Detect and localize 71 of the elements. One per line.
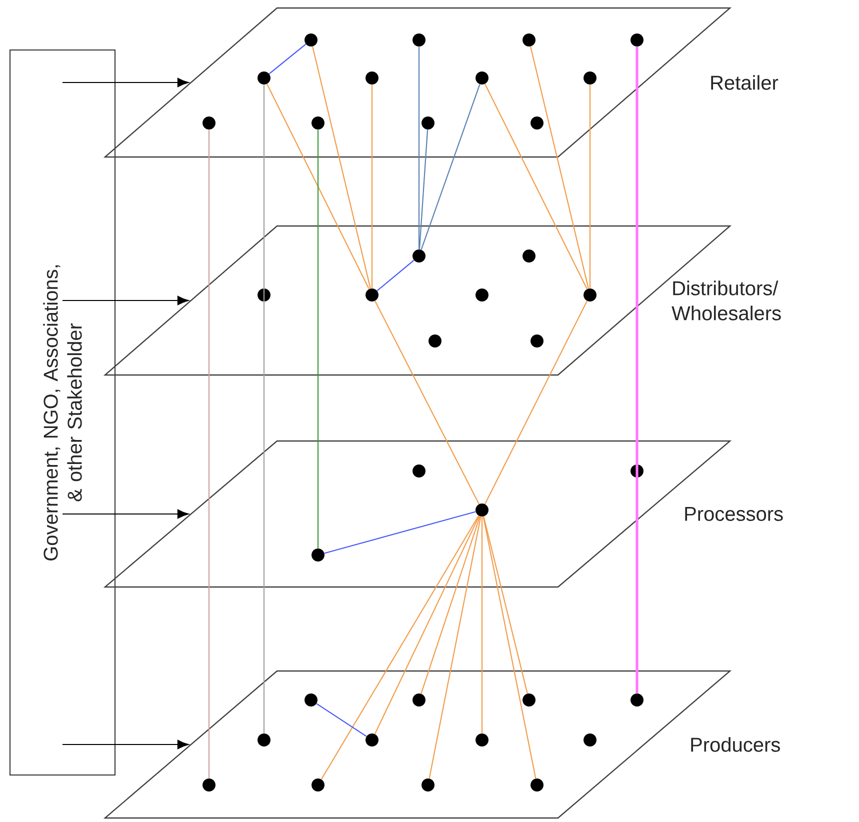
link-line <box>324 511 476 554</box>
link-line <box>418 130 428 250</box>
dot <box>366 734 378 746</box>
dot <box>476 72 488 84</box>
dot <box>412 464 426 478</box>
layer-label: Processors <box>685 507 783 521</box>
dot <box>530 778 544 792</box>
dot <box>584 734 596 746</box>
dot <box>522 694 536 706</box>
link-line <box>263 84 265 734</box>
link-line <box>481 516 483 734</box>
dot <box>630 694 644 706</box>
link-line <box>420 84 480 250</box>
arrow <box>62 740 189 750</box>
dot <box>304 34 318 46</box>
dot <box>422 778 434 792</box>
arrow <box>62 509 189 519</box>
link-line <box>376 260 414 292</box>
dot <box>584 288 596 302</box>
link-line <box>320 515 480 780</box>
link-line <box>484 84 588 290</box>
link-line <box>208 130 210 778</box>
link-line <box>371 84 373 288</box>
layer-label: Retailer <box>711 75 778 90</box>
link-line <box>266 84 370 290</box>
layer-label: Distributors/ Wholesalers <box>672 280 781 320</box>
dot <box>258 72 270 84</box>
dot <box>630 34 644 46</box>
dot <box>366 288 378 302</box>
link-line <box>312 46 371 289</box>
link-line <box>530 46 589 289</box>
link-line <box>483 516 528 694</box>
dot <box>522 34 536 46</box>
dot <box>476 504 488 516</box>
dot <box>428 334 442 348</box>
dot <box>202 116 216 130</box>
dot <box>522 250 536 262</box>
dot <box>366 72 378 84</box>
arrow <box>62 78 189 88</box>
dot <box>422 116 434 130</box>
dot <box>312 548 324 562</box>
dot <box>202 778 216 792</box>
link-line <box>482 516 536 779</box>
link-line <box>484 300 588 504</box>
link-line <box>636 46 638 694</box>
dot <box>258 288 270 302</box>
link-line <box>418 46 420 250</box>
link-line <box>420 516 480 694</box>
link-line <box>268 44 306 74</box>
link-line <box>428 516 482 779</box>
dot <box>412 694 426 706</box>
link-line <box>317 130 319 548</box>
dot <box>476 288 488 302</box>
link-line <box>374 516 480 734</box>
dot <box>530 116 544 130</box>
dot <box>412 34 426 46</box>
link-line <box>589 84 591 288</box>
dot <box>476 734 488 746</box>
dot <box>312 778 324 792</box>
arrow <box>62 296 189 306</box>
dot <box>584 72 596 84</box>
link-line <box>374 300 480 504</box>
dot <box>258 734 270 746</box>
dot <box>412 250 426 262</box>
dot <box>530 334 544 348</box>
layer-label: Producers <box>691 737 780 752</box>
dot <box>312 116 324 130</box>
link-line <box>316 703 367 737</box>
dot <box>304 694 318 706</box>
stakeholder-box: Government, NGO, Associations, & other Stakeholder <box>10 50 116 776</box>
dot <box>630 464 644 478</box>
